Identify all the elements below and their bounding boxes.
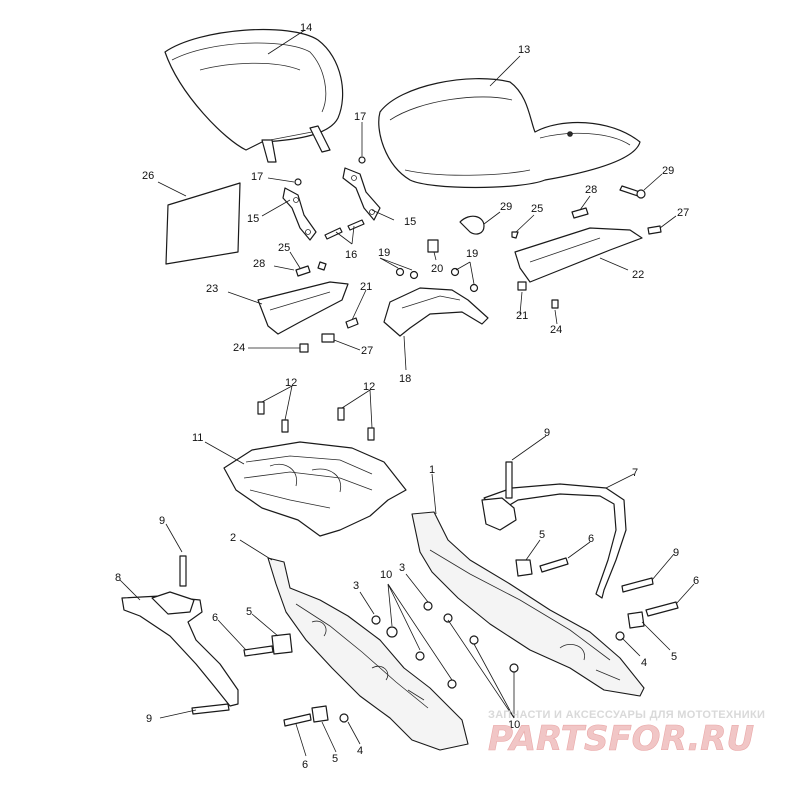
seat-bracket-right [342,167,381,221]
watermark-logo: PARTSFOR.RU [488,719,754,759]
grab-rail-right [481,483,627,599]
callout-5c: 5 [246,606,252,618]
rider-seat [378,78,641,189]
callout-28b: 28 [253,258,265,270]
callout-27a: 27 [677,207,689,219]
callout-6b: 6 [693,575,699,587]
callout-21a: 21 [516,310,528,322]
callout-24b: 24 [233,342,245,354]
callout-22: 22 [632,269,644,281]
right-inner-panel [411,511,645,697]
callout-16: 16 [345,249,357,261]
callout-9d: 9 [146,713,152,725]
screws-12 [257,401,375,441]
callout-28a: 28 [585,184,597,196]
right-side-cover [514,227,643,283]
callout-4b: 4 [357,745,363,757]
callout-23: 23 [206,283,218,295]
seat-bracket-left [282,187,317,241]
callout-15a: 15 [247,213,259,225]
callout-29a: 29 [500,201,512,213]
callout-19a: 19 [378,247,390,259]
callout-9b: 9 [673,547,679,559]
callout-15b: 15 [404,216,416,228]
callout-24a: 24 [550,324,562,336]
callout-12a: 12 [285,377,297,389]
callout-25a: 25 [531,203,543,215]
rear-seat [164,28,344,163]
watermark-subtitle: ЗАПЧАСТИ И АКСЕССУАРЫ ДЛЯ МОТОТЕХНИКИ [488,709,765,721]
left-inner-panel [267,557,469,751]
callout-9a: 9 [544,427,550,439]
callout-27b: 27 [361,345,373,357]
callout-6c: 6 [212,612,218,624]
callout-13: 13 [518,44,530,56]
callout-21b: 21 [360,281,372,293]
callout-20: 20 [431,263,443,275]
callout-4a: 4 [641,657,647,669]
callout-8: 8 [115,572,121,584]
fasteners-upper [294,156,662,353]
watermark: ЗАПЧАСТИ И АКСЕССУАРЫ ДЛЯ МОТОТЕХНИКИ PA… [488,709,765,759]
callout-17a: 17 [354,111,366,123]
callout-18: 18 [399,373,411,385]
callout-5a: 5 [539,529,545,541]
callout-26: 26 [142,170,154,182]
callout-14: 14 [300,22,312,34]
callout-29b: 29 [662,165,674,177]
left-side-cover [257,281,349,335]
fasteners-lower [243,557,679,727]
callout-7: 7 [632,467,638,479]
callout-6a: 6 [588,533,594,545]
leader-lines [119,29,695,757]
top-tray [223,441,407,537]
callout-9c: 9 [159,515,165,527]
callout-3a: 3 [353,580,359,592]
callout-10a: 10 [380,569,392,581]
callout-1: 1 [429,464,435,476]
callout-12b: 12 [363,381,375,393]
callout-17b: 17 [251,171,263,183]
callout-10b: 10 [508,719,520,731]
center-bracket [383,287,489,337]
label-sheet [165,182,241,265]
callout-19b: 19 [466,248,478,260]
callout-5b: 5 [671,651,677,663]
callout-5d: 5 [332,753,338,765]
bolts-9 [179,461,654,715]
callout-6d: 6 [302,759,308,771]
callout-2: 2 [230,532,236,544]
callout-3b: 3 [399,562,405,574]
callout-11: 11 [192,432,203,444]
callout-25b: 25 [278,242,290,254]
grab-rail-left [121,591,239,707]
callout-labels: 14 13 26 17 17 15 15 16 19 20 19 29 25 2… [115,22,699,771]
